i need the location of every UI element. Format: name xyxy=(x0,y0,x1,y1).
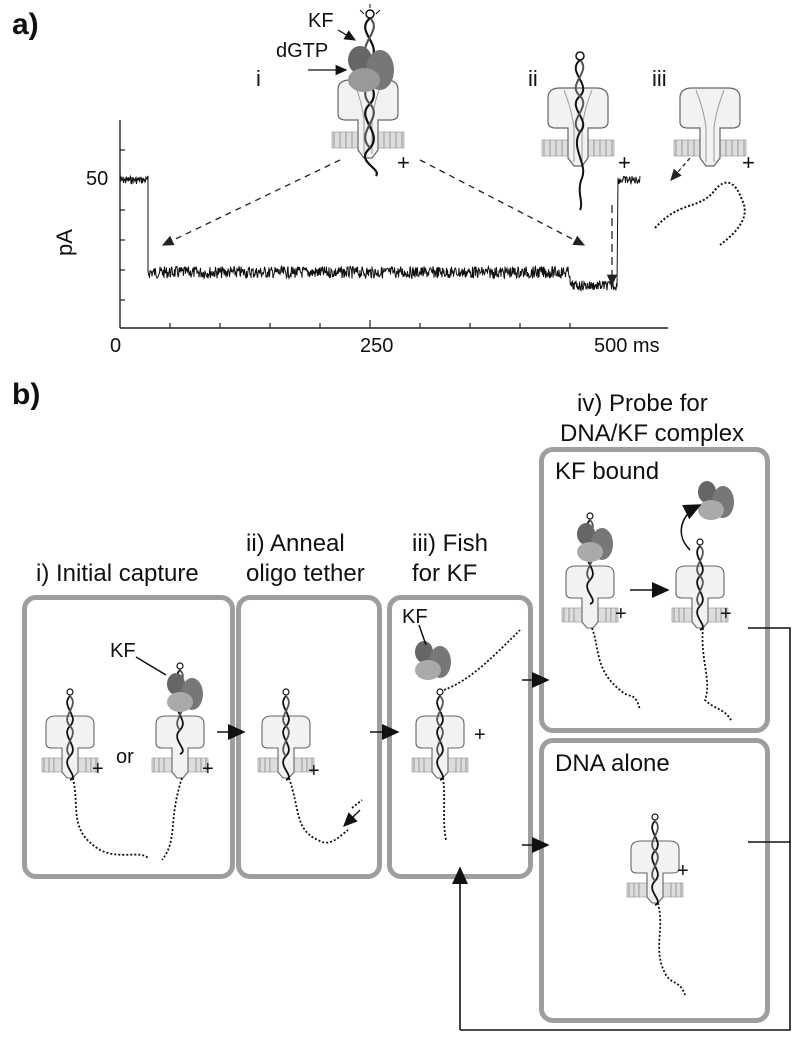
x-tick-500: 500 ms xyxy=(594,335,660,357)
step-iv-title-1: iv) Probe for xyxy=(577,390,708,417)
current-trace-chart xyxy=(119,4,747,329)
state-label-ii: ii xyxy=(528,66,538,91)
plus-fish: + xyxy=(474,724,486,746)
state-label-iii: iii xyxy=(652,66,667,91)
dashed-arrow-right xyxy=(419,159,586,246)
plus-ii: + xyxy=(618,150,631,175)
step-ii-title-1: ii) Anneal xyxy=(246,530,345,557)
plus-i: + xyxy=(397,150,410,175)
plus-iii: + xyxy=(742,150,755,175)
kf-label-fish: KF xyxy=(402,606,428,628)
panel-b-letter: b) xyxy=(12,378,41,411)
kf-label-a: KF xyxy=(308,10,334,32)
dna-alone-title: DNA alone xyxy=(555,750,670,777)
plus-initial-2: + xyxy=(202,758,214,780)
x-tick-250: 250 xyxy=(360,335,394,357)
step-ii-title-2: oligo tether xyxy=(246,560,365,587)
ionic-current-trace xyxy=(119,174,641,292)
kf-bound-title: KF bound xyxy=(555,458,660,485)
step-iii-title-1: iii) Fish xyxy=(412,530,488,557)
plus-dna-alone: + xyxy=(677,860,689,882)
or-label: or xyxy=(116,746,134,768)
state-label-i: i xyxy=(256,66,261,91)
plus-anneal: + xyxy=(308,760,320,782)
plus-initial-1: + xyxy=(92,758,104,780)
dashed-arrow-iii xyxy=(670,157,691,181)
y-tick-50: 50 xyxy=(86,168,109,190)
kf-label-initial: KF xyxy=(110,640,136,662)
plus-kf-bound-2: + xyxy=(720,603,732,625)
step-iii-title-2: for KF xyxy=(412,560,478,587)
step-iv-title-2: DNA/KF complex xyxy=(560,420,745,447)
plus-kf-bound-1: + xyxy=(615,603,627,625)
step-i-title: i) Initial capture xyxy=(36,560,199,587)
x-tick-0: 0 xyxy=(110,335,122,357)
dgtp-label: dGTP xyxy=(276,40,329,62)
panel-a-letter: a) xyxy=(12,8,39,41)
